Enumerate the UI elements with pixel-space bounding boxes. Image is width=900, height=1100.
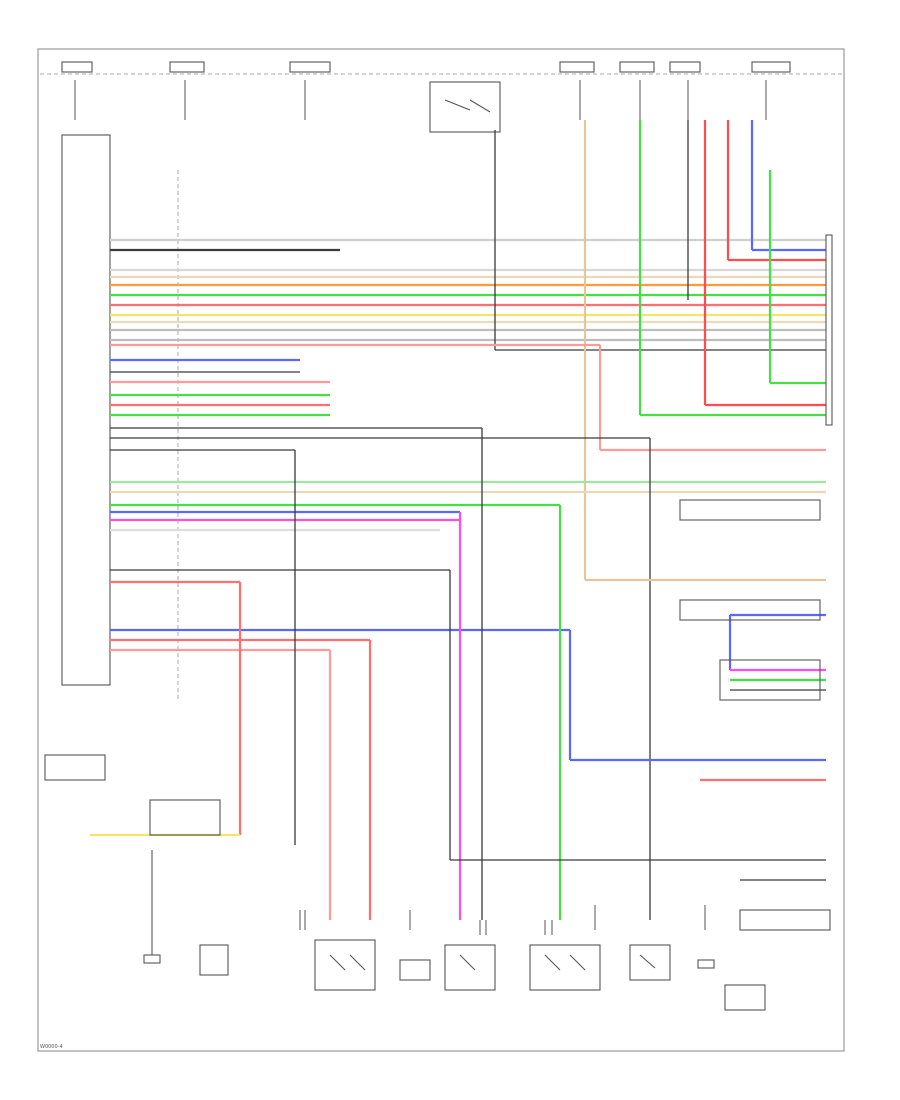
connector-ticks (299, 905, 706, 935)
ground-1 (143, 954, 161, 964)
left-components (44, 754, 221, 836)
ground-2 (697, 959, 715, 969)
fuse-block-4 (559, 61, 595, 73)
bottom-comp-3 (399, 959, 431, 981)
fuse-block-3 (289, 61, 331, 73)
fuse-block-1 (61, 61, 93, 73)
bottom-comp-4 (444, 944, 496, 991)
left-relay-box (149, 799, 221, 836)
fuse-block-5 (619, 61, 655, 73)
bottom-comp-7 (724, 984, 766, 1011)
bottom-comp-6 (629, 944, 671, 981)
fuse-block-7 (751, 61, 791, 73)
fuse-block-6 (669, 61, 701, 73)
fuse-block-group (61, 61, 791, 73)
fuse-drops (74, 80, 767, 120)
bottom-components (143, 850, 766, 1011)
door-switch-box-1 (679, 499, 821, 521)
vertical-drops (494, 120, 772, 580)
bottom-comp-5 (529, 944, 601, 991)
door-switch-box-3 (719, 659, 821, 701)
door-switch-box-2 (679, 599, 821, 621)
bottom-feeds (90, 428, 826, 920)
door-switch-box-4 (739, 909, 831, 931)
bottom-comp-2 (314, 939, 376, 991)
ignition-switch (429, 81, 501, 133)
bottom-comp-1 (199, 944, 229, 976)
right-connector-strip (825, 234, 833, 426)
fuse-block-2 (169, 61, 205, 73)
lower-harness-wires (110, 343, 826, 652)
diagram-frame (37, 48, 845, 1052)
footer-code: W0000-4 (40, 1044, 63, 1050)
main-ecu-box (61, 134, 111, 686)
right-components (679, 234, 833, 931)
left-switch-box (44, 754, 106, 781)
right-harness-wires (110, 238, 826, 417)
